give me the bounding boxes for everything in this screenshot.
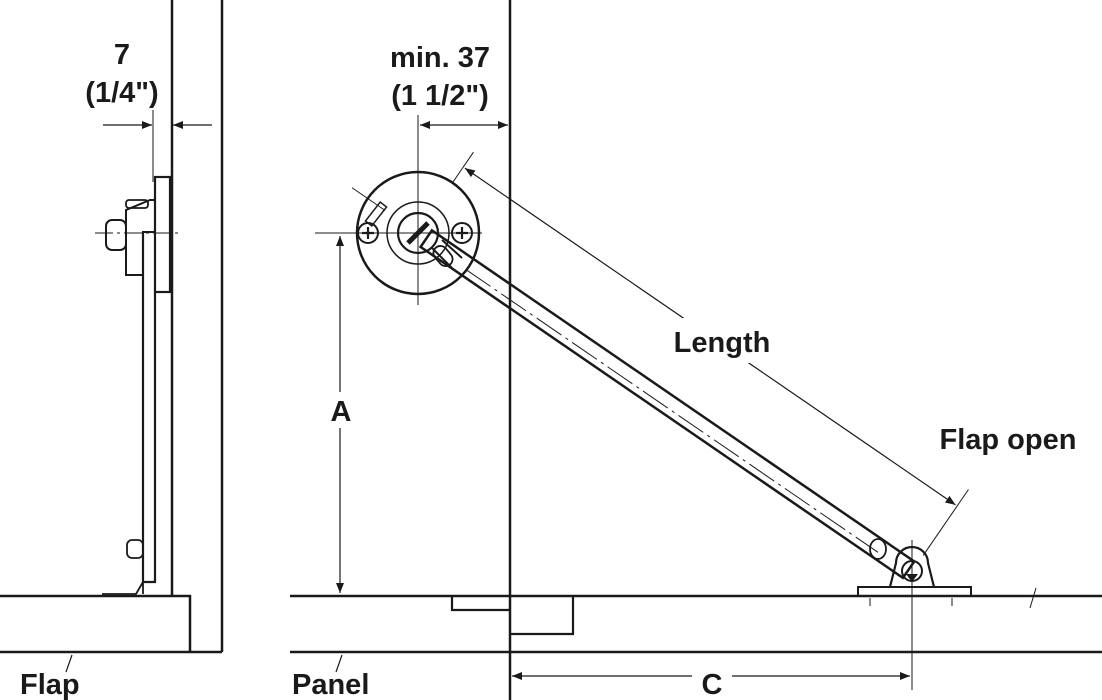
mounting-plate — [153, 175, 172, 294]
flap-leader — [65, 654, 73, 673]
hinge-block — [510, 596, 575, 636]
side-view: 7 (1/4") Flap — [0, 0, 224, 700]
c-label: C — [702, 669, 723, 700]
pivot-bracket — [857, 538, 972, 690]
lower-pin — [126, 539, 144, 559]
front-view: Length min. 37 (1 1/2") — [290, 0, 1102, 700]
screw-head-icon — [105, 219, 127, 251]
length-label: Length — [674, 327, 771, 359]
break-mark — [1029, 587, 1037, 609]
panel-leader — [335, 654, 343, 673]
front-dim-in: (1 1/2") — [391, 80, 489, 112]
length-extension-end — [922, 489, 969, 556]
fitting-body — [125, 199, 156, 276]
side-dim-in: (1/4") — [85, 77, 158, 109]
lower-bracket — [102, 578, 144, 595]
flap-section — [0, 594, 222, 654]
flap-open-label: Flap open — [940, 424, 1077, 456]
fitting-clip — [125, 199, 149, 209]
panel-label: Panel — [292, 669, 369, 700]
length-extension-start — [451, 151, 474, 184]
a-label: A — [331, 396, 352, 428]
front-dim-mm: min. 37 — [390, 42, 490, 74]
hinge-leaf — [450, 596, 510, 612]
stay-bar-side — [141, 232, 157, 584]
rosette-fitting — [315, 115, 482, 305]
flap-label: Flap — [20, 669, 80, 700]
side-dim-mm: 7 — [114, 39, 130, 71]
